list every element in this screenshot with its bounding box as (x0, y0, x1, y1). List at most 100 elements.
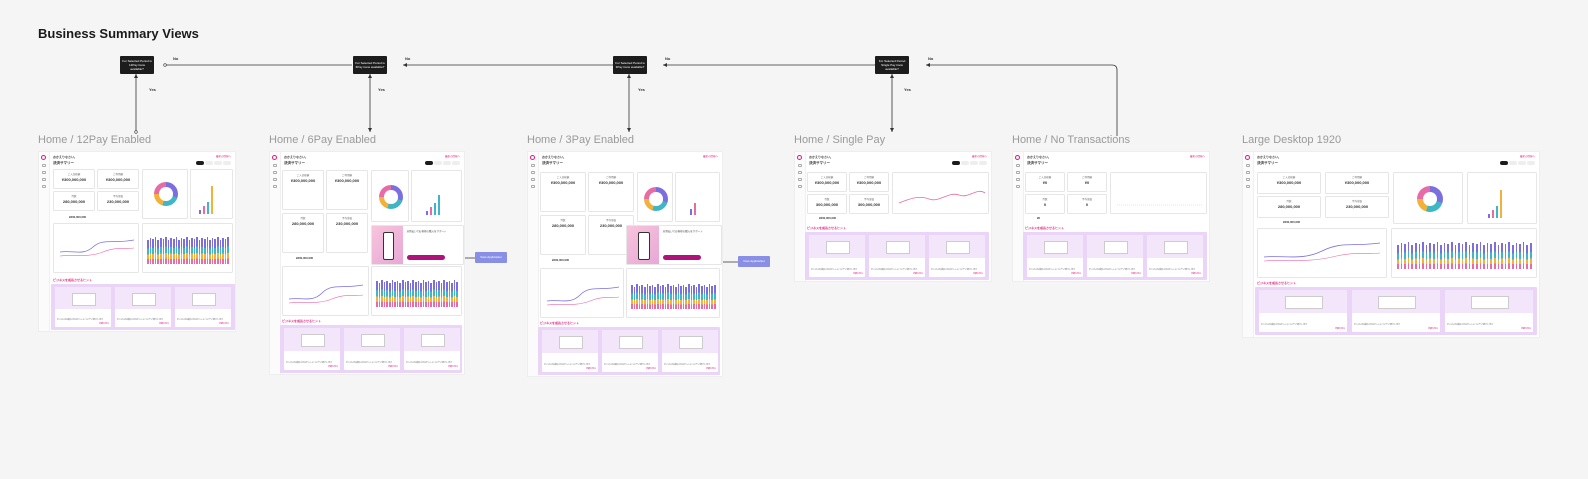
donut-card (142, 169, 188, 219)
kpi-card: ご入金総額¥300,000,000 (807, 172, 847, 192)
tip-card[interactable]: ビジネスを成長させるヒントについてご紹介します詳細を見る (175, 287, 231, 327)
summary-title: 決済サマリー (542, 161, 563, 165)
section-title: ビジネスを成長させるヒント (53, 278, 93, 282)
donut-chart (379, 185, 403, 209)
tip-card[interactable]: ビジネスを成長させるヒントについてご紹介します詳細を見る (542, 330, 598, 372)
stacked-bar-chart (147, 237, 229, 264)
no-label: No (173, 56, 179, 61)
sidebar (270, 152, 281, 374)
line-chart (288, 284, 364, 304)
tip-card[interactable]: ビジネスを成長させるヒントについてご紹介します詳細を見る (662, 330, 718, 372)
tip-card[interactable]: ビジネスを成長させるヒントについてご紹介します詳細を見る (1147, 235, 1203, 277)
top-link[interactable]: 最新の情報へ (702, 155, 718, 158)
greeting: おかえりなさい。 (284, 155, 309, 159)
tip-card[interactable]: ビジネスを成長させるヒントについてご紹介します詳細を見る (809, 235, 865, 277)
tip-card[interactable]: ビジネスを成長させるヒントについてご紹介します詳細を見る (602, 330, 658, 372)
users-icon[interactable] (531, 178, 535, 181)
section-title: ビジネスを成長させるヒント (282, 319, 322, 323)
line-chart-card (53, 223, 139, 273)
tip-card[interactable]: ビジネスを成長させるヒントについてご紹介します詳細を見る (1087, 235, 1143, 277)
line-chart (1263, 242, 1381, 262)
line-chart (546, 286, 620, 306)
home-icon[interactable] (273, 164, 277, 167)
line-chart (898, 190, 986, 204)
donut-card (637, 172, 673, 222)
top-link[interactable]: 最新の情報へ (1519, 155, 1535, 158)
summary-title: 決済サマリー (53, 161, 74, 165)
tip-card[interactable]: ビジネスを成長させるヒントについてご紹介します詳細を見る (1027, 235, 1083, 277)
settings-icon[interactable] (531, 185, 535, 188)
home-icon[interactable] (1246, 164, 1250, 167)
total-value: ¥300,000,000 (552, 258, 570, 262)
stacked-bar-chart (1397, 242, 1532, 269)
view-application-button[interactable]: View Application (738, 256, 770, 267)
payments-icon[interactable] (42, 171, 46, 174)
users-icon[interactable] (798, 178, 802, 181)
users-icon[interactable] (42, 178, 46, 181)
top-link[interactable]: 最新の情報へ (215, 155, 231, 158)
donut-card (1393, 172, 1463, 224)
period-tabs[interactable] (425, 161, 460, 165)
kpi-card: ご利用額¥300,000,000 (849, 172, 889, 192)
settings-icon[interactable] (1016, 185, 1020, 188)
period-tabs[interactable] (1500, 161, 1535, 165)
line-chart-card (282, 266, 369, 316)
section-title: ビジネスを成長させるヒント (540, 321, 580, 325)
payments-icon[interactable] (1016, 171, 1020, 174)
bar-card (190, 169, 233, 219)
sidebar (528, 152, 539, 376)
yes-label: Yes (378, 87, 385, 92)
period-tabs[interactable] (952, 161, 987, 165)
users-icon[interactable] (273, 178, 277, 181)
frame-label: Large Desktop 1920 (1242, 134, 1342, 146)
decision-6pay: For Selected Period is 6Pay trans availa… (353, 56, 387, 74)
total-value: ¥0 (1037, 216, 1041, 220)
home-icon[interactable] (1016, 164, 1020, 167)
home-icon[interactable] (798, 164, 802, 167)
tip-card[interactable]: ビジネスを成長させるヒントについてご紹介します詳細を見る (929, 235, 985, 277)
tip-card[interactable]: ビジネスを成長させるヒントについてご紹介します詳細を見る (1259, 290, 1347, 332)
payments-icon[interactable] (1246, 171, 1250, 174)
top-link[interactable]: 最新の情報へ (1189, 155, 1205, 158)
empty-chart-card (1110, 172, 1207, 214)
kpi-card: ご利用額¥300,000,000 (326, 170, 368, 210)
home-icon[interactable] (42, 164, 46, 167)
bar-card (411, 170, 462, 222)
bar-card (675, 172, 720, 222)
home-icon[interactable] (531, 164, 535, 167)
payments-icon[interactable] (798, 171, 802, 174)
tip-card[interactable]: ビジネスを成長させるヒントについてご紹介します詳細を見る (344, 328, 400, 370)
frame-label: Home / Single Pay (794, 134, 886, 146)
users-icon[interactable] (1016, 178, 1020, 181)
users-icon[interactable] (1246, 178, 1250, 181)
settings-icon[interactable] (1246, 185, 1250, 188)
settings-icon[interactable] (273, 185, 277, 188)
tip-card[interactable]: ビジネスを成長させるヒントについてご紹介します詳細を見る (404, 328, 460, 370)
view-application-button[interactable]: View Application (475, 252, 507, 263)
tip-card[interactable]: ビジネスを成長させるヒントについてご紹介します詳細を見る (869, 235, 925, 277)
settings-icon[interactable] (798, 185, 802, 188)
view-application-link[interactable] (662, 255, 701, 260)
payments-icon[interactable] (273, 171, 277, 174)
tip-card[interactable]: ビジネスを成長させるヒントについてご紹介します詳細を見る (284, 328, 340, 370)
view-application-link[interactable] (406, 255, 445, 260)
screen-3pay: おかえりなさい。 決済サマリー 最新の情報へ ご入金総額¥300,000,000… (527, 151, 723, 377)
line-chart-card (540, 268, 624, 318)
tip-card[interactable]: ビジネスを成長させるヒントについてご紹介します詳細を見る (115, 287, 171, 327)
top-link[interactable]: 最新の情報へ (971, 155, 987, 158)
top-link[interactable]: 最新の情報へ (444, 155, 460, 158)
period-tabs[interactable] (196, 161, 231, 165)
tip-card[interactable]: ビジネスを成長させるヒントについてご紹介します詳細を見る (55, 287, 111, 327)
tip-card[interactable]: ビジネスを成長させるヒントについてご紹介します詳細を見る (1352, 290, 1440, 332)
payments-icon[interactable] (531, 171, 535, 174)
total-value: ¥300,000,000 (1283, 220, 1301, 224)
kpi-card: ご利用額¥300,000,000 (1325, 172, 1389, 194)
tip-card[interactable]: ビジネスを成長させるヒントについてご紹介します詳細を見る (1445, 290, 1533, 332)
summary-title: 決済サマリー (1027, 161, 1048, 165)
yes-label: Yes (904, 87, 911, 92)
mini-bar-chart (199, 186, 213, 214)
settings-icon[interactable] (42, 185, 46, 188)
